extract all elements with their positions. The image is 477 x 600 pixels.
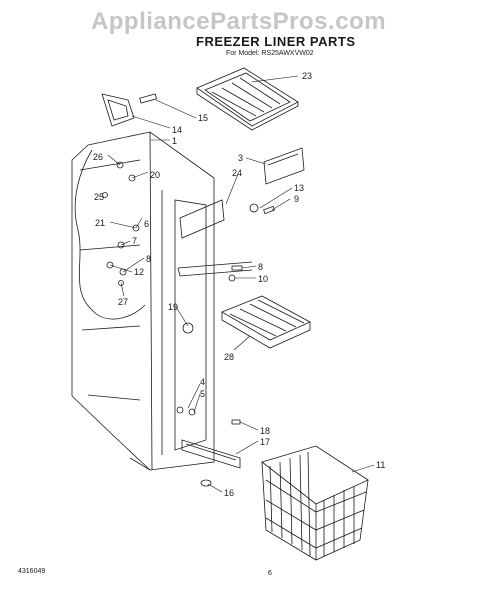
callout-23: 23: [302, 71, 312, 81]
wire-shelf-28: [221, 295, 311, 349]
callout-25: 25: [94, 192, 104, 202]
footer-part-code: 4316049: [18, 568, 46, 575]
panel-3: [263, 147, 305, 185]
callout-7: 7: [132, 236, 137, 246]
callout-15: 15: [198, 113, 208, 123]
callout-3: 3: [238, 153, 243, 163]
top-shelf-23: [196, 67, 299, 131]
bottom-rail-17: [181, 419, 241, 487]
callout-9: 9: [294, 194, 299, 204]
callout-5: 5: [200, 389, 205, 399]
freezer-liner: [71, 131, 215, 471]
hinge-bracket: [101, 93, 157, 127]
callout-4: 4: [200, 377, 205, 387]
callout-12: 12: [134, 267, 144, 277]
callout-27: 27: [118, 297, 128, 307]
wire-basket-11: [261, 445, 369, 561]
callout-8-left: 8: [146, 254, 151, 264]
callout-26: 26: [93, 152, 103, 162]
callout-11: 11: [376, 460, 385, 470]
callout-labels: 23 15 14 1 3 24 26 20 25 13 9 21 6 7 8 1…: [93, 71, 385, 498]
clip-13: [249, 203, 275, 215]
callout-16: 16: [224, 488, 234, 498]
callout-14: 14: [172, 125, 182, 135]
watermark: AppliancePartsPros.com: [90, 8, 387, 35]
bracket-24: [179, 199, 225, 239]
callout-8-right: 8: [258, 262, 263, 272]
callout-18: 18: [260, 426, 270, 436]
model-subtitle: For Model: RS25AWXVW02: [226, 50, 314, 57]
callout-19: 19: [168, 302, 178, 312]
callout-13: 13: [294, 183, 304, 193]
leader-lines: [107, 75, 375, 493]
callout-21: 21: [95, 218, 105, 228]
callout-17: 17: [260, 437, 270, 447]
callout-28: 28: [224, 352, 234, 362]
footer-page-number: 6: [268, 570, 272, 577]
diagram-title: FREEZER LINER PARTS: [196, 34, 356, 49]
callout-6: 6: [144, 219, 149, 229]
callout-20: 20: [150, 170, 160, 180]
callout-24: 24: [232, 168, 242, 178]
callout-10: 10: [258, 274, 268, 284]
callout-1: 1: [172, 136, 177, 146]
